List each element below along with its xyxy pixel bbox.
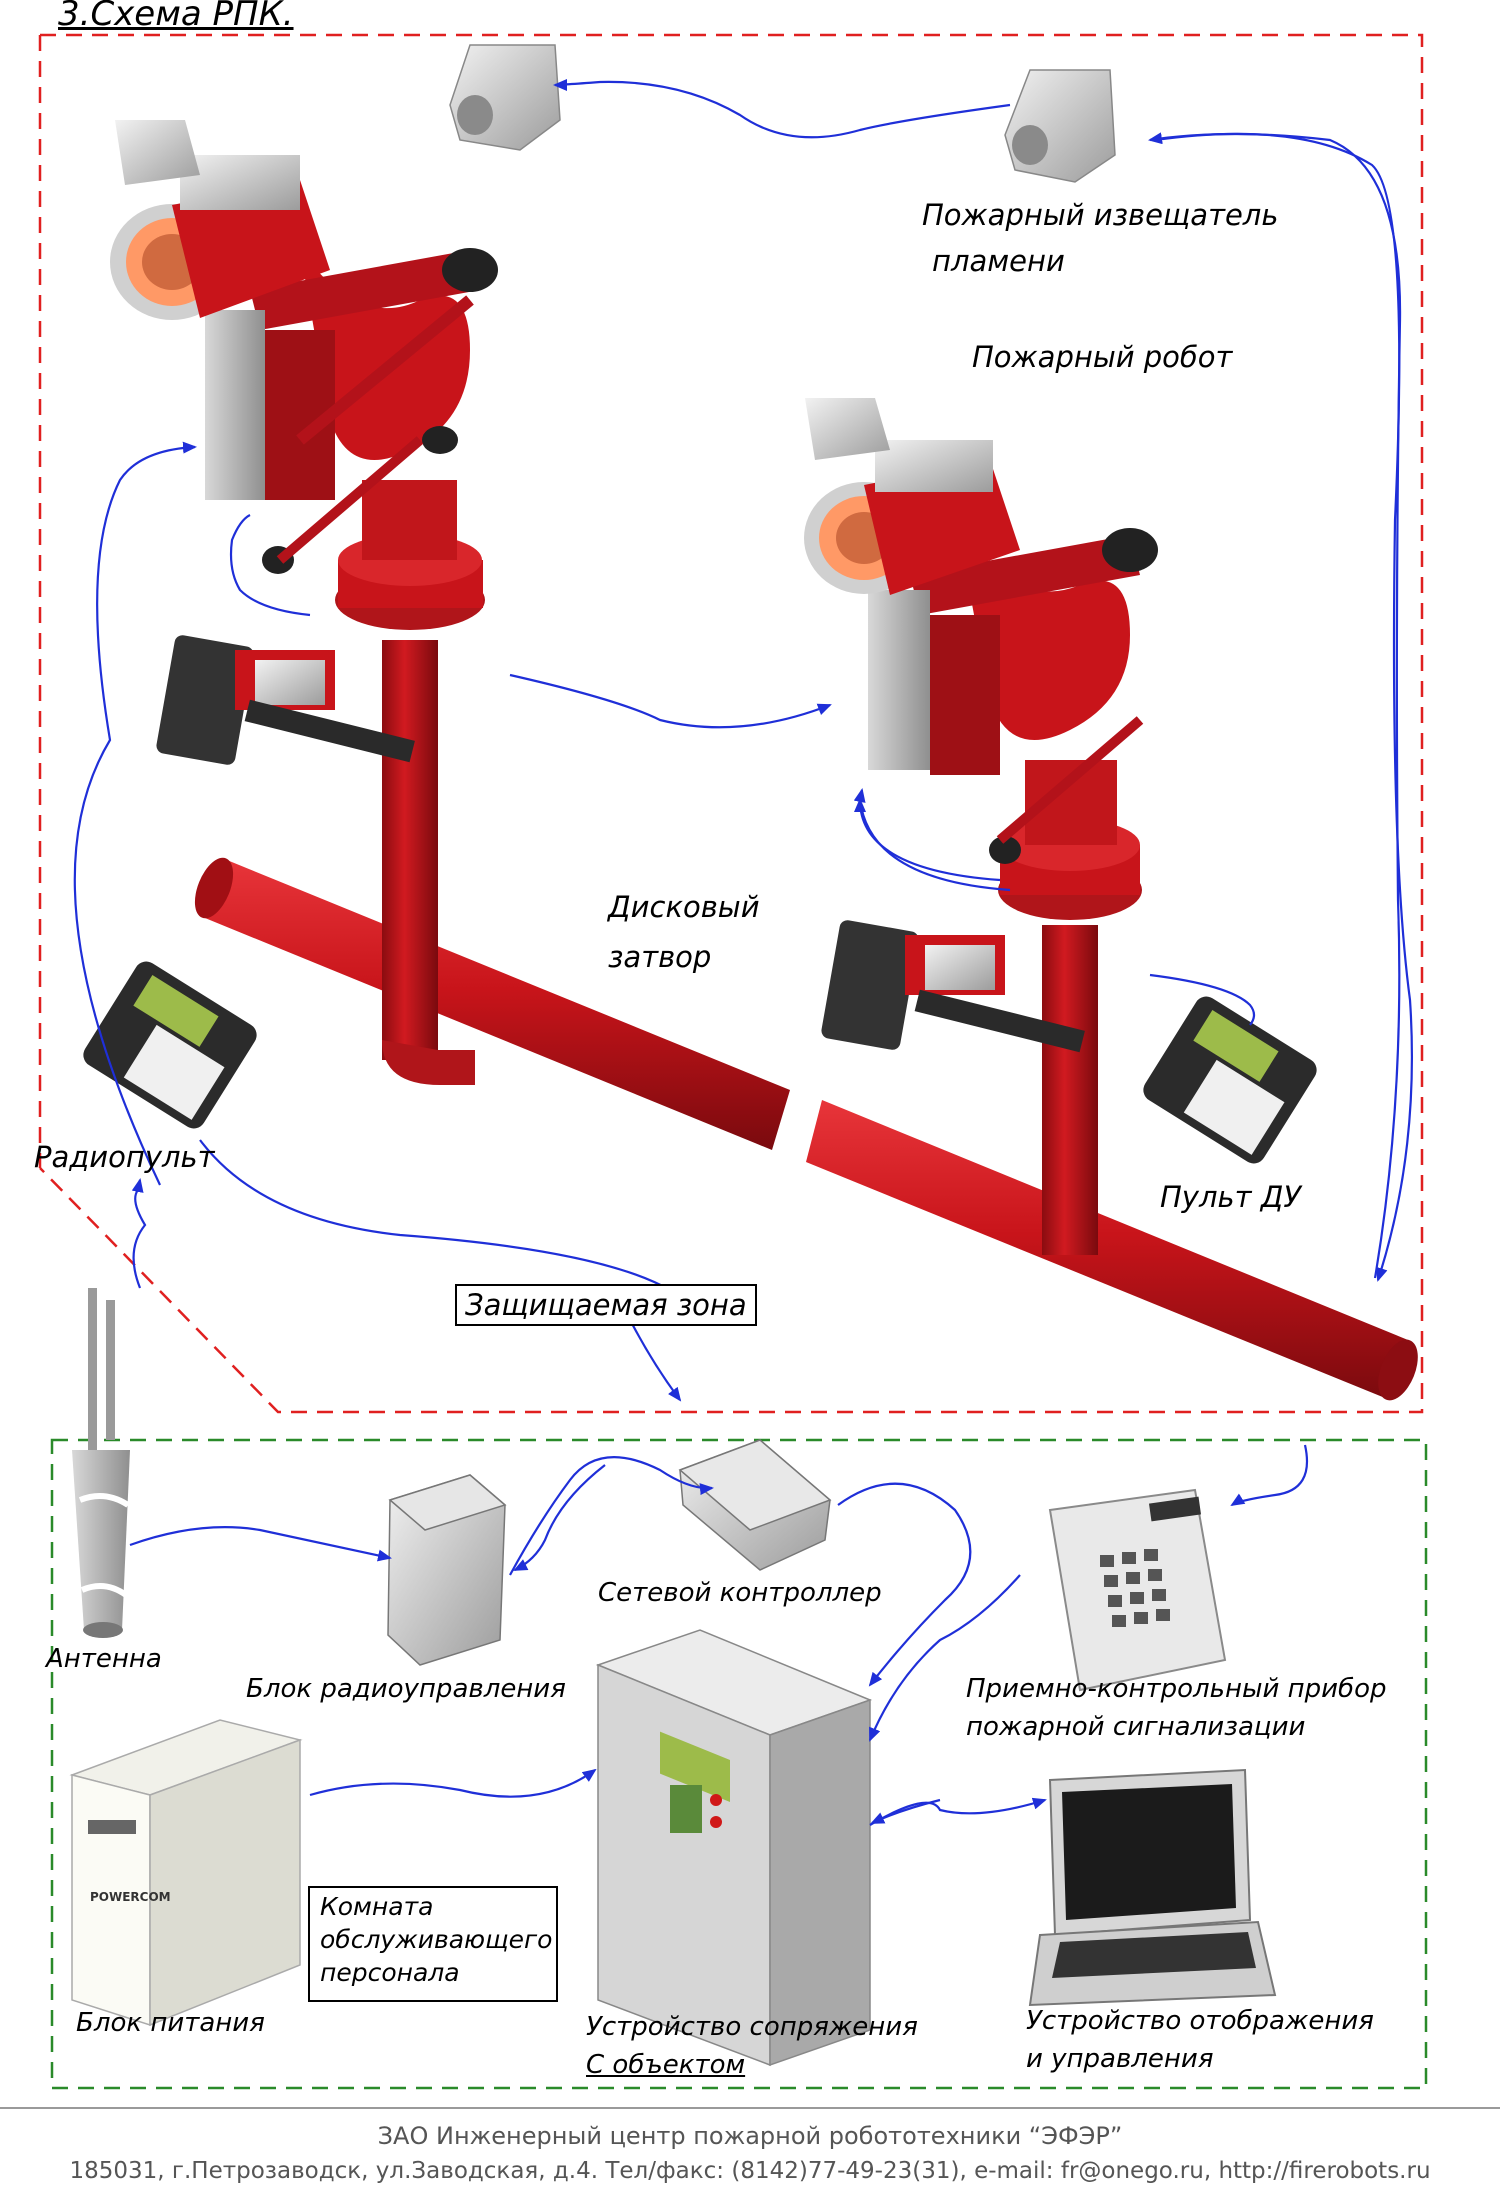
room-label-line3: персонала	[320, 1958, 460, 1987]
ups-brand-logo: POWERCOM	[90, 1890, 171, 1904]
flame-detector-label-line2: пламени	[932, 244, 1065, 278]
protected-zone-border	[39, 33, 1424, 1414]
main-pipe-right	[806, 1100, 1418, 1401]
service-room-border	[50, 1438, 1428, 2090]
power-block-device	[69, 1719, 303, 2027]
flame-detector-label-line1: Пожарный извещатель	[922, 198, 1279, 232]
radio-remote-label: Радиопульт	[34, 1140, 215, 1174]
flame-detector-2	[1004, 69, 1116, 183]
footer-company: ЗАО Инженерный центр пожарной робототехн…	[377, 2122, 1123, 2150]
remote-du-device	[1143, 996, 1317, 1164]
interface-device-cabinet	[595, 1629, 873, 2067]
footer-divider	[0, 2107, 1500, 2109]
disc-valve-2	[821, 920, 1085, 1053]
flame-detector-1	[449, 44, 561, 151]
laptop-device	[1028, 1768, 1277, 2007]
power-block-label: Блок питания	[76, 2008, 265, 2038]
network-controller-label: Сетевой контроллер	[598, 1578, 882, 1608]
fire-robot-2	[804, 398, 1158, 920]
link-lines	[73, 78, 1414, 1826]
interface-label-line1: Устройство сопряжения	[586, 2012, 918, 2042]
page-title: 3.Схема РПК.	[58, 0, 294, 34]
fire-alarm-panel-device	[1048, 1488, 1227, 1692]
panel-label-line1: Приемно-контрольный прибор	[966, 1674, 1387, 1704]
footer-contacts: 185031, г.Петрозаводск, ул.Заводская, д.…	[69, 2158, 1431, 2184]
robot-label: Пожарный робот	[972, 340, 1233, 374]
interface-label-line2: С объектом	[586, 2050, 746, 2080]
fire-robot-1	[110, 120, 498, 630]
riser-left	[382, 640, 438, 1060]
protected-zone-label: Защищаемая зона	[455, 1284, 757, 1326]
riser-right	[1042, 925, 1098, 1255]
radio-control-block	[387, 1474, 507, 1666]
network-controller-device	[678, 1439, 832, 1571]
main-pipe-left	[194, 857, 790, 1150]
panel-label-line2: пожарной сигнализации	[966, 1712, 1306, 1742]
radio-block-label: Блок радиоуправления	[246, 1674, 566, 1704]
valve-label-line1: Дисковый	[608, 890, 760, 924]
antenna-device	[72, 1288, 130, 1638]
valve-label-line2: затвор	[608, 940, 712, 974]
remote-du-label: Пульт ДУ	[1160, 1180, 1302, 1214]
room-label-line2: обслуживающего	[320, 1925, 553, 1954]
service-room-label: Комната обслуживающего персонала	[308, 1886, 558, 2002]
antenna-label: Антенна	[46, 1644, 162, 1674]
display-label-line2: и управления	[1026, 2044, 1214, 2074]
radio-remote-device	[83, 961, 257, 1129]
disc-valve-1	[156, 635, 415, 765]
room-label-line1: Комната	[320, 1892, 434, 1921]
display-label-line1: Устройство отображения	[1026, 2006, 1374, 2036]
